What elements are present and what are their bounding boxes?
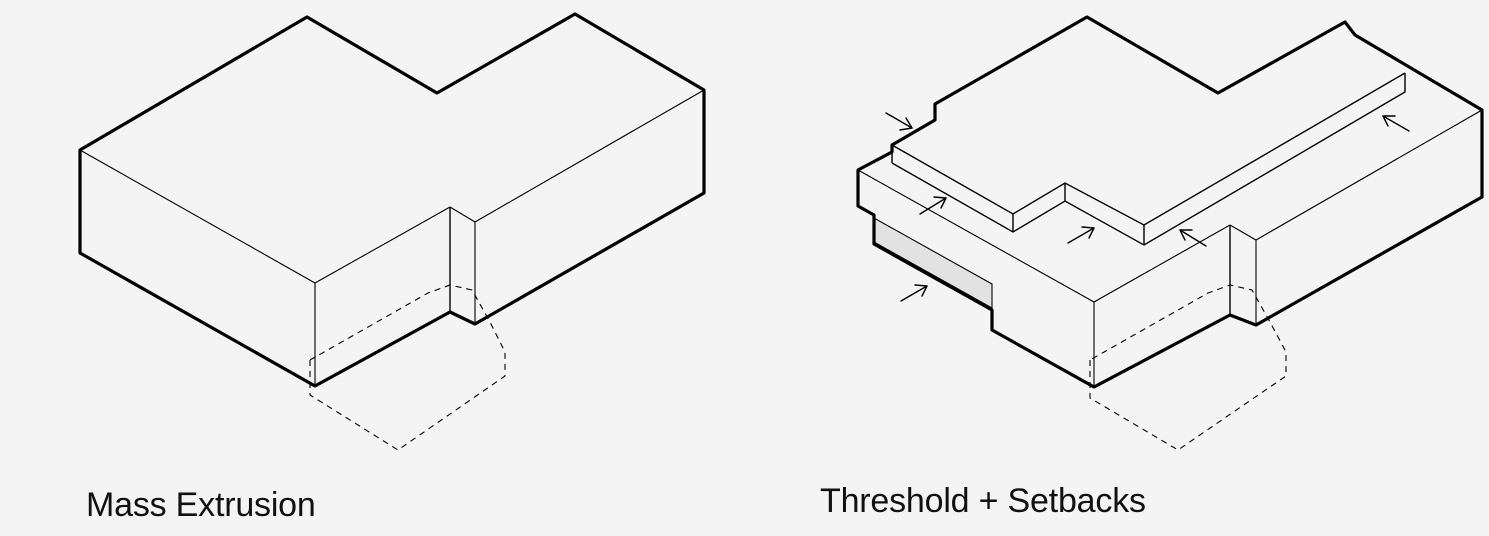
setback-base-notch-top bbox=[1229, 224, 1257, 241]
setback-base-east-edge bbox=[1255, 109, 1483, 241]
mass-extrusion-drawing bbox=[78, 12, 706, 451]
mass-top-face bbox=[80, 14, 704, 283]
mass-right-face bbox=[315, 207, 450, 386]
threshold-setbacks-drawing bbox=[856, 14, 1484, 451]
arrow-icon bbox=[900, 284, 928, 302]
arrow-icon bbox=[1179, 229, 1207, 247]
arrow-icon bbox=[1382, 115, 1410, 132]
arrow-icon bbox=[1067, 226, 1095, 244]
mass-footprint-outline bbox=[309, 284, 506, 451]
mass-top-east-edge bbox=[474, 89, 705, 223]
mass-ridge-edge bbox=[79, 149, 316, 284]
setback-base-notch-face bbox=[1230, 225, 1256, 325]
threshold-setbacks-caption: Threshold + Setbacks bbox=[820, 482, 1146, 520]
mass-top-front-edge bbox=[314, 206, 451, 284]
mass-top-notch-edge bbox=[449, 206, 476, 223]
setback-base-right-face bbox=[1094, 225, 1230, 387]
setback-arrows bbox=[885, 112, 1410, 302]
setback-silhouette bbox=[856, 15, 1484, 389]
mass-left-face bbox=[80, 150, 315, 386]
setback-base-ridge bbox=[857, 169, 1095, 303]
setback-base-east-face bbox=[1256, 110, 1482, 325]
mass-notch-face bbox=[450, 207, 475, 324]
mass-silhouette bbox=[78, 12, 706, 388]
setback-upper-east-face bbox=[1144, 73, 1405, 245]
setback-base-front-edge bbox=[1093, 224, 1231, 303]
setback-upper-side-face bbox=[892, 145, 1013, 232]
setback-upper-lower-edge bbox=[891, 73, 1406, 246]
mass-east-face bbox=[475, 90, 704, 324]
setback-footprint-outline bbox=[1089, 284, 1287, 451]
setback-upper-top-face bbox=[892, 28, 1405, 225]
mass-extrusion-caption: Mass Extrusion bbox=[86, 486, 316, 524]
setback-upper-side-face-2 bbox=[1065, 183, 1144, 245]
arrow-icon bbox=[919, 196, 947, 215]
arrow-icon bbox=[885, 112, 913, 131]
